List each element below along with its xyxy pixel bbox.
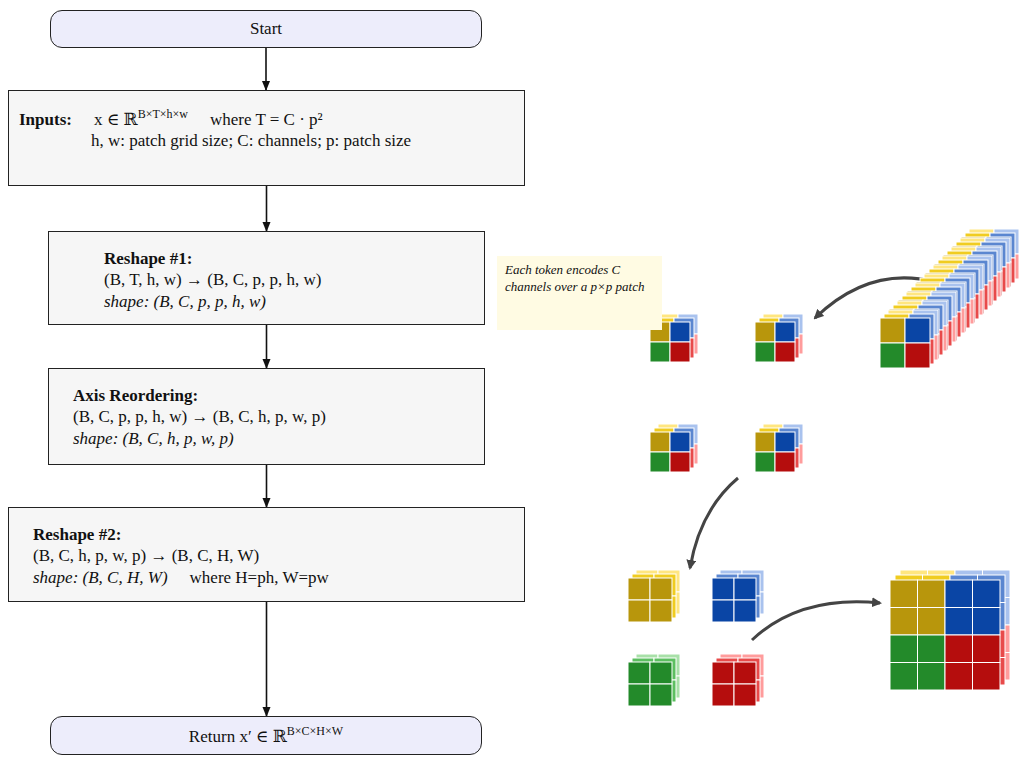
cube-cell [670,452,690,472]
cube-cell [712,684,734,706]
cube-cell [880,318,905,343]
node-text: (B, T, h, w) → (B, C, p, p, h, w) [104,270,322,289]
cube-cell [775,322,795,342]
cube-cell [650,600,672,622]
node-text: shape: (B, C, p, p, h, w) [104,292,266,311]
cube-cell [918,580,946,608]
curved-arrow [752,602,880,640]
cube-cell [650,662,672,684]
node-text: Reshape #1: [104,249,192,268]
node-text: h, w: patch grid size; C: channels; p: p… [91,131,411,150]
node-text: (B, C, h, p, w, p) → (B, C, H, W) [33,546,259,565]
cube-cell [755,452,775,472]
cube-cell [712,578,734,600]
node-text: Each token encodes C channels over a p×p… [505,262,644,294]
inputs-box: Inputs: x ∈ ℝB×T×h×w where T = C · p² h, w:… [8,90,525,186]
cube-cell [973,635,1001,663]
cube-cell [918,635,946,663]
cube-cell [890,663,918,691]
cube-cell [755,322,775,342]
node-text: where H=ph, W=pw [190,568,329,587]
cube-cell [890,635,918,663]
node-text: Reshape #2: [33,525,121,544]
cube-cell [650,342,670,362]
cube-cell [880,343,905,368]
cube-cell [906,317,931,342]
terminal-label: Return x′ ∈ ℝB×C×H×W [189,724,343,747]
cube-cell [734,600,756,622]
cube-cell [945,663,973,691]
superscript: B×C×H×W [287,724,343,738]
node-text: shape: (B, C, h, p, w, p) [73,429,234,448]
cube-cell [670,342,690,362]
cube-cell [650,452,670,472]
cube-cell [670,322,690,342]
node-text: Start [250,19,282,38]
flow-arrow [266,186,268,231]
cube-cell [973,663,1001,691]
flow-arrow [266,602,268,716]
node-text: x ∈ ℝ [94,110,138,129]
cube-cell [628,600,650,622]
flow-arrow [266,325,268,368]
cube-cell [628,684,650,706]
cube-cell [775,342,795,362]
process-box: Reshape #1: (B, T, h, w) → (B, C, p, p, h… [48,231,485,325]
note-box: Each token encodes C channels over a p×p… [497,256,662,330]
cube-cell [650,578,672,600]
cube-cell [945,635,973,663]
process-box: Axis Reordering: (B, C, p, p, h, w) → (B,… [48,368,485,465]
cube-cell [918,663,946,691]
cube-cell [945,608,973,636]
cube-cell [670,432,690,452]
node-text: (B, C, p, p, h, w) → (B, C, h, p, w, p) [73,407,326,426]
cube-cell [890,580,918,608]
flow-arrow [266,465,268,507]
cube-cell [734,684,756,706]
curved-arrow [690,478,738,568]
cube-cell [775,452,795,472]
node-text: Return x′ ∈ ℝ [189,727,287,746]
cube-cell [712,600,734,622]
flow-arrow [265,48,267,90]
cube-cell [755,342,775,362]
cube-cell [918,608,946,636]
cube-cell [628,578,650,600]
node-text: Inputs: [19,110,72,129]
cube-cell [945,580,973,608]
cube-cell [973,608,1001,636]
cube-cell [890,608,918,636]
cube-cell [734,662,756,684]
cube-cell [905,318,930,343]
process-box: Reshape #2: (B, C, h, p, w, p) → (B, C, H… [8,507,525,602]
terminal-label: Start [250,18,282,39]
cube-cell [712,662,734,684]
return-terminal: Return x′ ∈ ℝB×C×H×W [50,716,482,755]
node-text: where T = C · p² [210,110,323,129]
start-terminal: Start [50,10,482,48]
cube-cell [755,432,775,452]
superscript: B×T×h×w [138,107,188,121]
cube-cell [973,580,1001,608]
cube-cell [734,578,756,600]
cube-cell [628,662,650,684]
node-text: Axis Reordering: [73,386,198,405]
cube-cell [650,432,670,452]
node-text: shape: (B, C, H, W) [33,568,168,587]
cube-cell [905,343,930,368]
cube-cell [775,432,795,452]
cube-cell [650,684,672,706]
